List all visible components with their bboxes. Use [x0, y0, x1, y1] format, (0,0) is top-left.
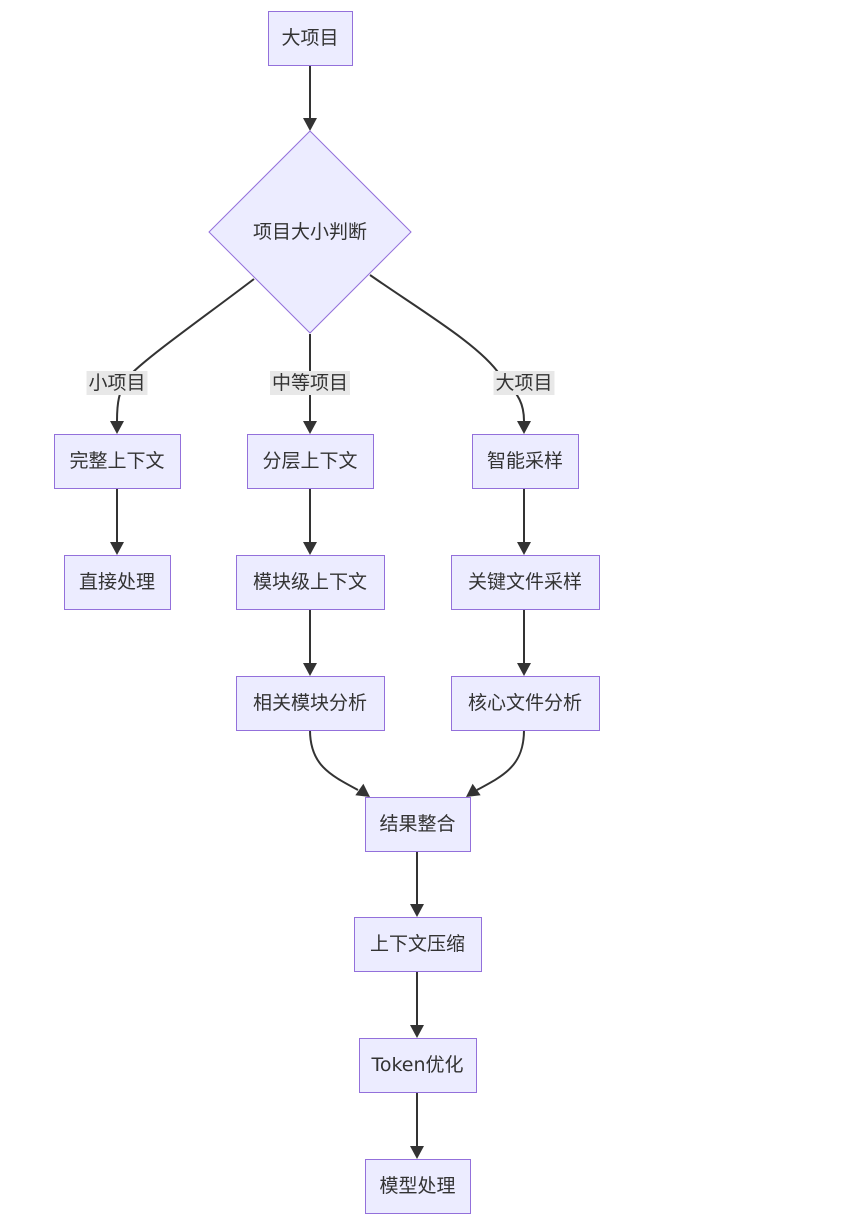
arrowhead-icon — [110, 421, 124, 434]
node-d[interactable]: 分层上下文 — [247, 434, 374, 489]
arrowhead-icon — [410, 1146, 424, 1159]
decision-diamond — [208, 130, 412, 334]
process-box — [54, 434, 181, 489]
edge-k-to-l — [410, 851, 424, 917]
node-label: 结果整合 — [379, 813, 455, 835]
node-m[interactable]: Token优化 — [359, 1038, 477, 1093]
process-box — [359, 1038, 477, 1093]
edge-line — [309, 729, 359, 791]
edge-d-to-g — [303, 488, 317, 555]
edge-line — [369, 274, 525, 422]
node-g[interactable]: 模块级上下文 — [236, 555, 385, 610]
edge-line — [476, 729, 525, 791]
edge-a-to-b — [303, 65, 317, 131]
edge-label-text: 小项目 — [88, 372, 145, 394]
edges-layer — [110, 65, 531, 1159]
process-box — [64, 555, 171, 610]
edge-c-to-f — [110, 488, 124, 555]
node-e[interactable]: 智能采样 — [472, 434, 579, 489]
node-label: 智能采样 — [487, 450, 563, 472]
node-label: 大项目 — [281, 27, 338, 49]
edge-labels-layer: 小项目 中等项目 大项目 — [86, 371, 555, 395]
edge-label-background — [493, 371, 555, 395]
arrowhead-icon — [517, 663, 531, 676]
node-label: 上下文压缩 — [370, 933, 465, 955]
node-j[interactable]: 核心文件分析 — [451, 676, 600, 731]
node-label: 模块级上下文 — [253, 571, 367, 593]
node-label: 核心文件分析 — [468, 692, 582, 714]
arrowhead-icon — [303, 118, 317, 131]
edge-label-background — [270, 371, 350, 395]
edge-label: 小项目 — [86, 371, 148, 395]
arrowhead-icon — [410, 904, 424, 917]
arrowhead-icon — [303, 542, 317, 555]
node-f[interactable]: 直接处理 — [64, 555, 171, 610]
node-n[interactable]: 模型处理 — [365, 1159, 471, 1214]
process-box — [365, 797, 471, 852]
process-box — [451, 555, 600, 610]
process-box — [451, 676, 600, 731]
node-label: 项目大小判断 — [253, 221, 367, 243]
process-box — [247, 434, 374, 489]
edge-m-to-n — [410, 1092, 424, 1159]
node-i[interactable]: 相关模块分析 — [236, 676, 385, 731]
node-a[interactable]: 大项目 — [268, 11, 353, 66]
edge-line — [116, 278, 255, 422]
node-l[interactable]: 上下文压缩 — [354, 917, 482, 972]
edge-j-to-k — [466, 729, 525, 797]
arrowhead-icon — [410, 1025, 424, 1038]
arrowhead-icon — [517, 542, 531, 555]
arrowhead-icon — [466, 783, 481, 797]
edge-label-background — [86, 371, 148, 395]
edge-g-to-i — [303, 609, 317, 676]
node-label: Token优化 — [370, 1054, 463, 1076]
node-k[interactable]: 结果整合 — [365, 797, 471, 852]
edge-b-to-c — [110, 278, 255, 434]
edge-label: 大项目 — [493, 371, 555, 395]
edge-h-to-j — [517, 609, 531, 676]
nodes-layer: 大项目项目大小判断完整上下文分层上下文智能采样直接处理模块级上下文关键文件采样相… — [54, 11, 600, 1214]
arrowhead-icon — [303, 663, 317, 676]
node-label: 完整上下文 — [69, 450, 164, 472]
edge-i-to-k — [309, 729, 370, 797]
process-box — [268, 11, 353, 66]
arrowhead-icon — [303, 421, 317, 434]
node-c[interactable]: 完整上下文 — [54, 434, 181, 489]
node-label: 分层上下文 — [262, 450, 357, 472]
node-label: 模型处理 — [379, 1175, 455, 1197]
process-box — [236, 555, 385, 610]
node-b[interactable]: 项目大小判断 — [208, 130, 412, 334]
process-box — [236, 676, 385, 731]
edge-label-text: 中等项目 — [272, 372, 348, 394]
edge-l-to-m — [410, 971, 424, 1038]
arrowhead-icon — [517, 421, 531, 434]
node-label: 直接处理 — [79, 571, 155, 593]
node-h[interactable]: 关键文件采样 — [451, 555, 600, 610]
arrowhead-icon — [110, 542, 124, 555]
edge-label-text: 大项目 — [495, 372, 552, 394]
process-box — [472, 434, 579, 489]
node-label: 相关模块分析 — [253, 692, 367, 714]
process-box — [354, 917, 482, 972]
edge-e-to-h — [517, 488, 531, 555]
node-label: 关键文件采样 — [468, 571, 582, 593]
process-box — [365, 1159, 471, 1214]
edge-label: 中等项目 — [270, 371, 350, 395]
arrowhead-icon — [355, 783, 370, 797]
edge-b-to-e — [369, 274, 531, 434]
